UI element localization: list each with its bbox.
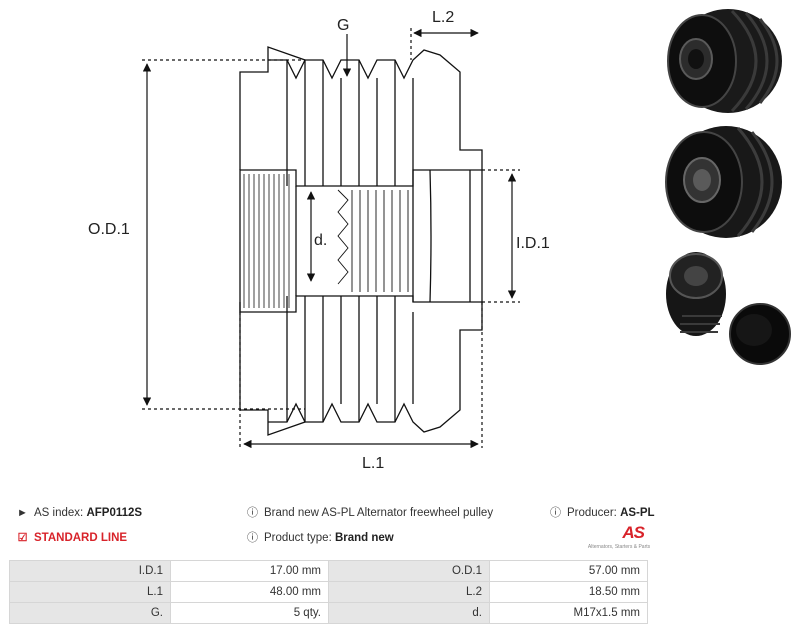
producer: ⓘ Producer: AS-PL	[549, 506, 655, 520]
spec-key: L.1	[9, 581, 171, 603]
pulley-outline	[239, 46, 483, 436]
description: ⓘ Brand new AS-PL Alternator freewheel pu…	[246, 506, 493, 520]
dimension-lines	[142, 28, 520, 449]
line-label: STANDARD LINE	[34, 532, 128, 544]
spec-value: 18.50 mm	[489, 581, 648, 603]
product-type: ⓘ Product type: Brand new	[246, 531, 394, 545]
as-index-label: AS index:	[34, 507, 84, 519]
logo-mark: AS	[622, 523, 645, 542]
info-icon: ⓘ	[247, 532, 258, 544]
product-type-value: Brand new	[334, 532, 394, 544]
spec-key: G.	[9, 602, 171, 624]
spec-key: d.	[328, 602, 490, 624]
pulley-technical-drawing: G L.2 O.D.1 d. I.D.1 L.1	[88, 9, 550, 472]
pulley-front-view-photo	[667, 9, 782, 113]
spec-value: 48.00 mm	[170, 581, 329, 603]
tag-icon: ►	[17, 507, 28, 519]
checkbox-icon: ☑	[17, 532, 28, 544]
spec-key: O.D.1	[328, 560, 490, 582]
spec-value: M17x1.5 mm	[489, 602, 648, 624]
pulley-with-cap-photo	[666, 252, 791, 365]
label-g: G	[337, 17, 349, 34]
description-text: Brand new AS-PL Alternator freewheel pul…	[264, 507, 494, 519]
label-l2: L.2	[432, 9, 454, 26]
spec-value: 5 qty.	[170, 602, 329, 624]
label-od1: O.D.1	[88, 221, 130, 238]
spec-key: I.D.1	[9, 560, 171, 582]
as-index: ► AS index: AFP0112S	[16, 506, 142, 520]
thread-lines	[337, 189, 409, 292]
dimension-labels: G L.2 O.D.1 d. I.D.1 L.1	[88, 9, 550, 472]
product-type-label: Product type:	[264, 532, 332, 544]
info-icon: ⓘ	[247, 507, 258, 519]
pulley-angled-view-photo	[665, 126, 782, 238]
label-l1: L.1	[362, 455, 384, 472]
producer-value: AS-PL	[620, 507, 655, 519]
spec-value: 17.00 mm	[170, 560, 329, 582]
label-id1: I.D.1	[516, 235, 550, 252]
logo-caption: Alternators, Starters & Parts	[587, 544, 651, 550]
spline-hatching	[243, 174, 290, 308]
as-pl-logo: AS Alternators, Starters & Parts	[586, 523, 652, 553]
as-index-value: AFP0112S	[86, 507, 143, 519]
spec-value: 57.00 mm	[489, 560, 648, 582]
producer-label: Producer:	[567, 507, 617, 519]
label-d: d.	[314, 232, 327, 249]
info-icon: ⓘ	[550, 507, 561, 519]
spec-key: L.2	[328, 581, 490, 603]
spec-row: G.5 qty.d.M17x1.5 mm	[9, 602, 648, 624]
line-badge: ☑ STANDARD LINE	[16, 531, 128, 545]
